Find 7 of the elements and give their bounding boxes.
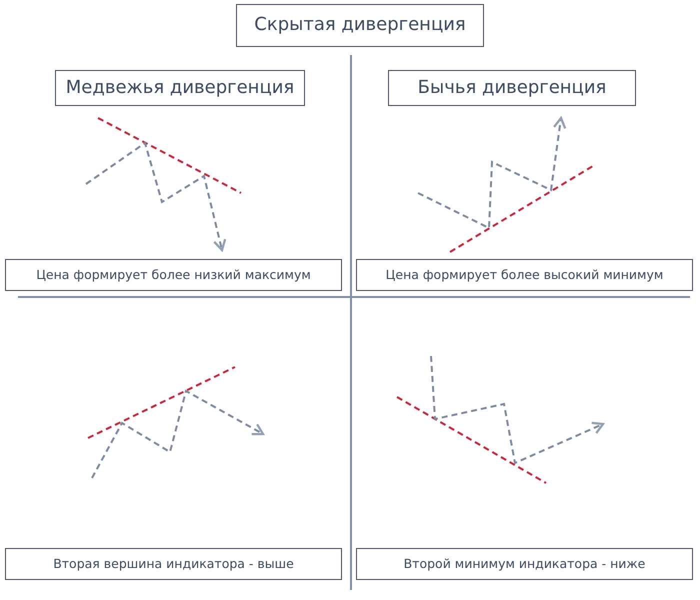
label-box: Цена формирует более низкий максимум (5, 259, 342, 291)
label-box: Медвежья дивергенция (55, 70, 305, 106)
label-box: Вторая вершина индикатора - выше (5, 548, 342, 580)
label-box: Скрытая дивергенция (236, 4, 484, 47)
label-box: Бычья дивергенция (388, 70, 636, 106)
label-box: Второй минимум индикатора - ниже (356, 548, 693, 580)
label-box: Цена формирует более высокий минимум (356, 259, 693, 291)
